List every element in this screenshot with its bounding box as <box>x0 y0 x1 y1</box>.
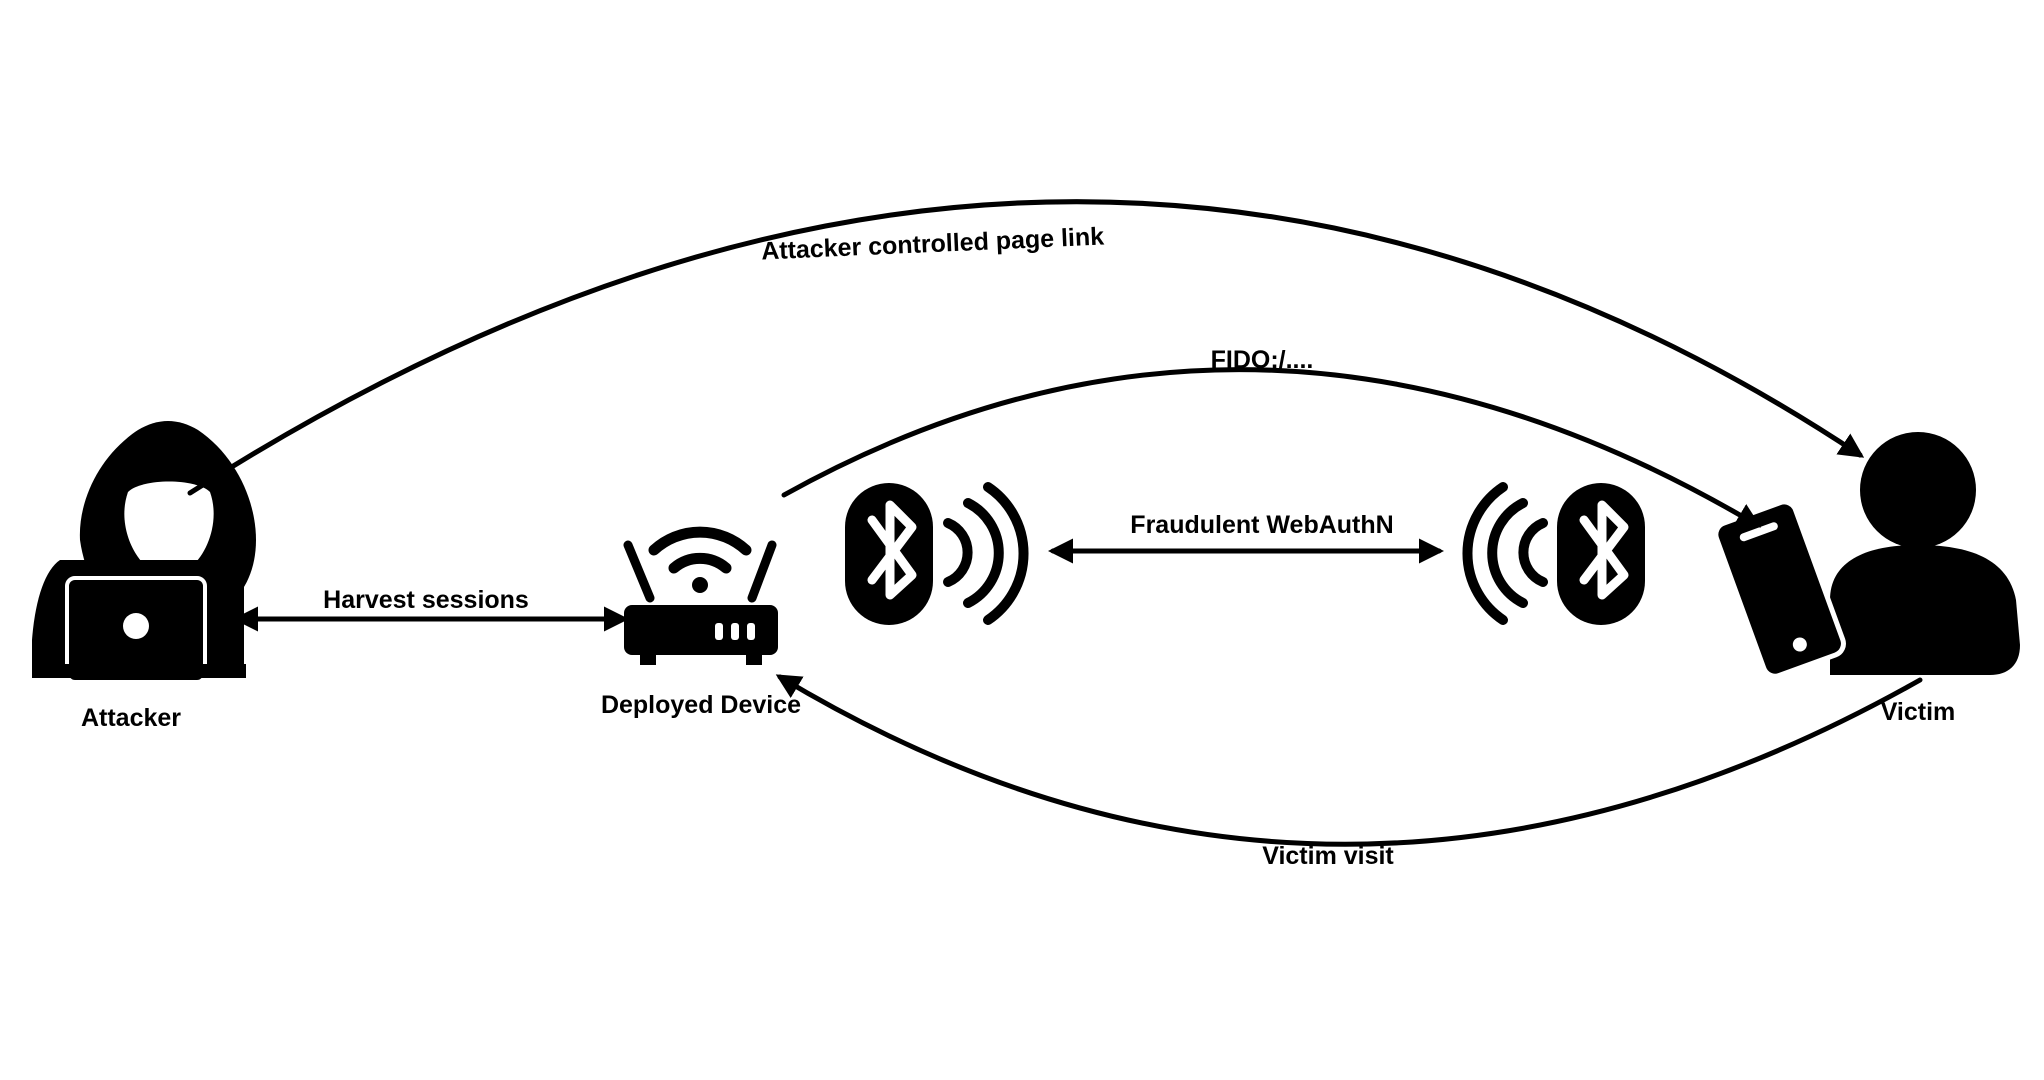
arrow-attacker-to-victim <box>187 199 1865 496</box>
hooded-hacker-with-laptop-icon <box>32 421 256 684</box>
deployed-device-label: Deployed Device <box>601 691 801 719</box>
bluetooth-left-icon <box>845 482 1029 625</box>
arrow-victim-visit <box>775 674 1923 847</box>
bluetooth-right-icon <box>1462 482 1645 625</box>
fido-label: FIDO:/.... <box>1211 346 1314 374</box>
wifi-router-icon <box>623 526 778 665</box>
attacker-label: Attacker <box>81 704 181 732</box>
harvest-label: Harvest sessions <box>323 586 529 614</box>
arrow-device-to-victim-fido <box>781 367 1762 528</box>
person-with-phone-icon <box>1713 432 2020 679</box>
victim-visit-label: Victim visit <box>1262 842 1394 870</box>
webauthn-label: Fraudulent WebAuthN <box>1130 511 1393 539</box>
victim-label: Victim <box>1881 698 1956 726</box>
